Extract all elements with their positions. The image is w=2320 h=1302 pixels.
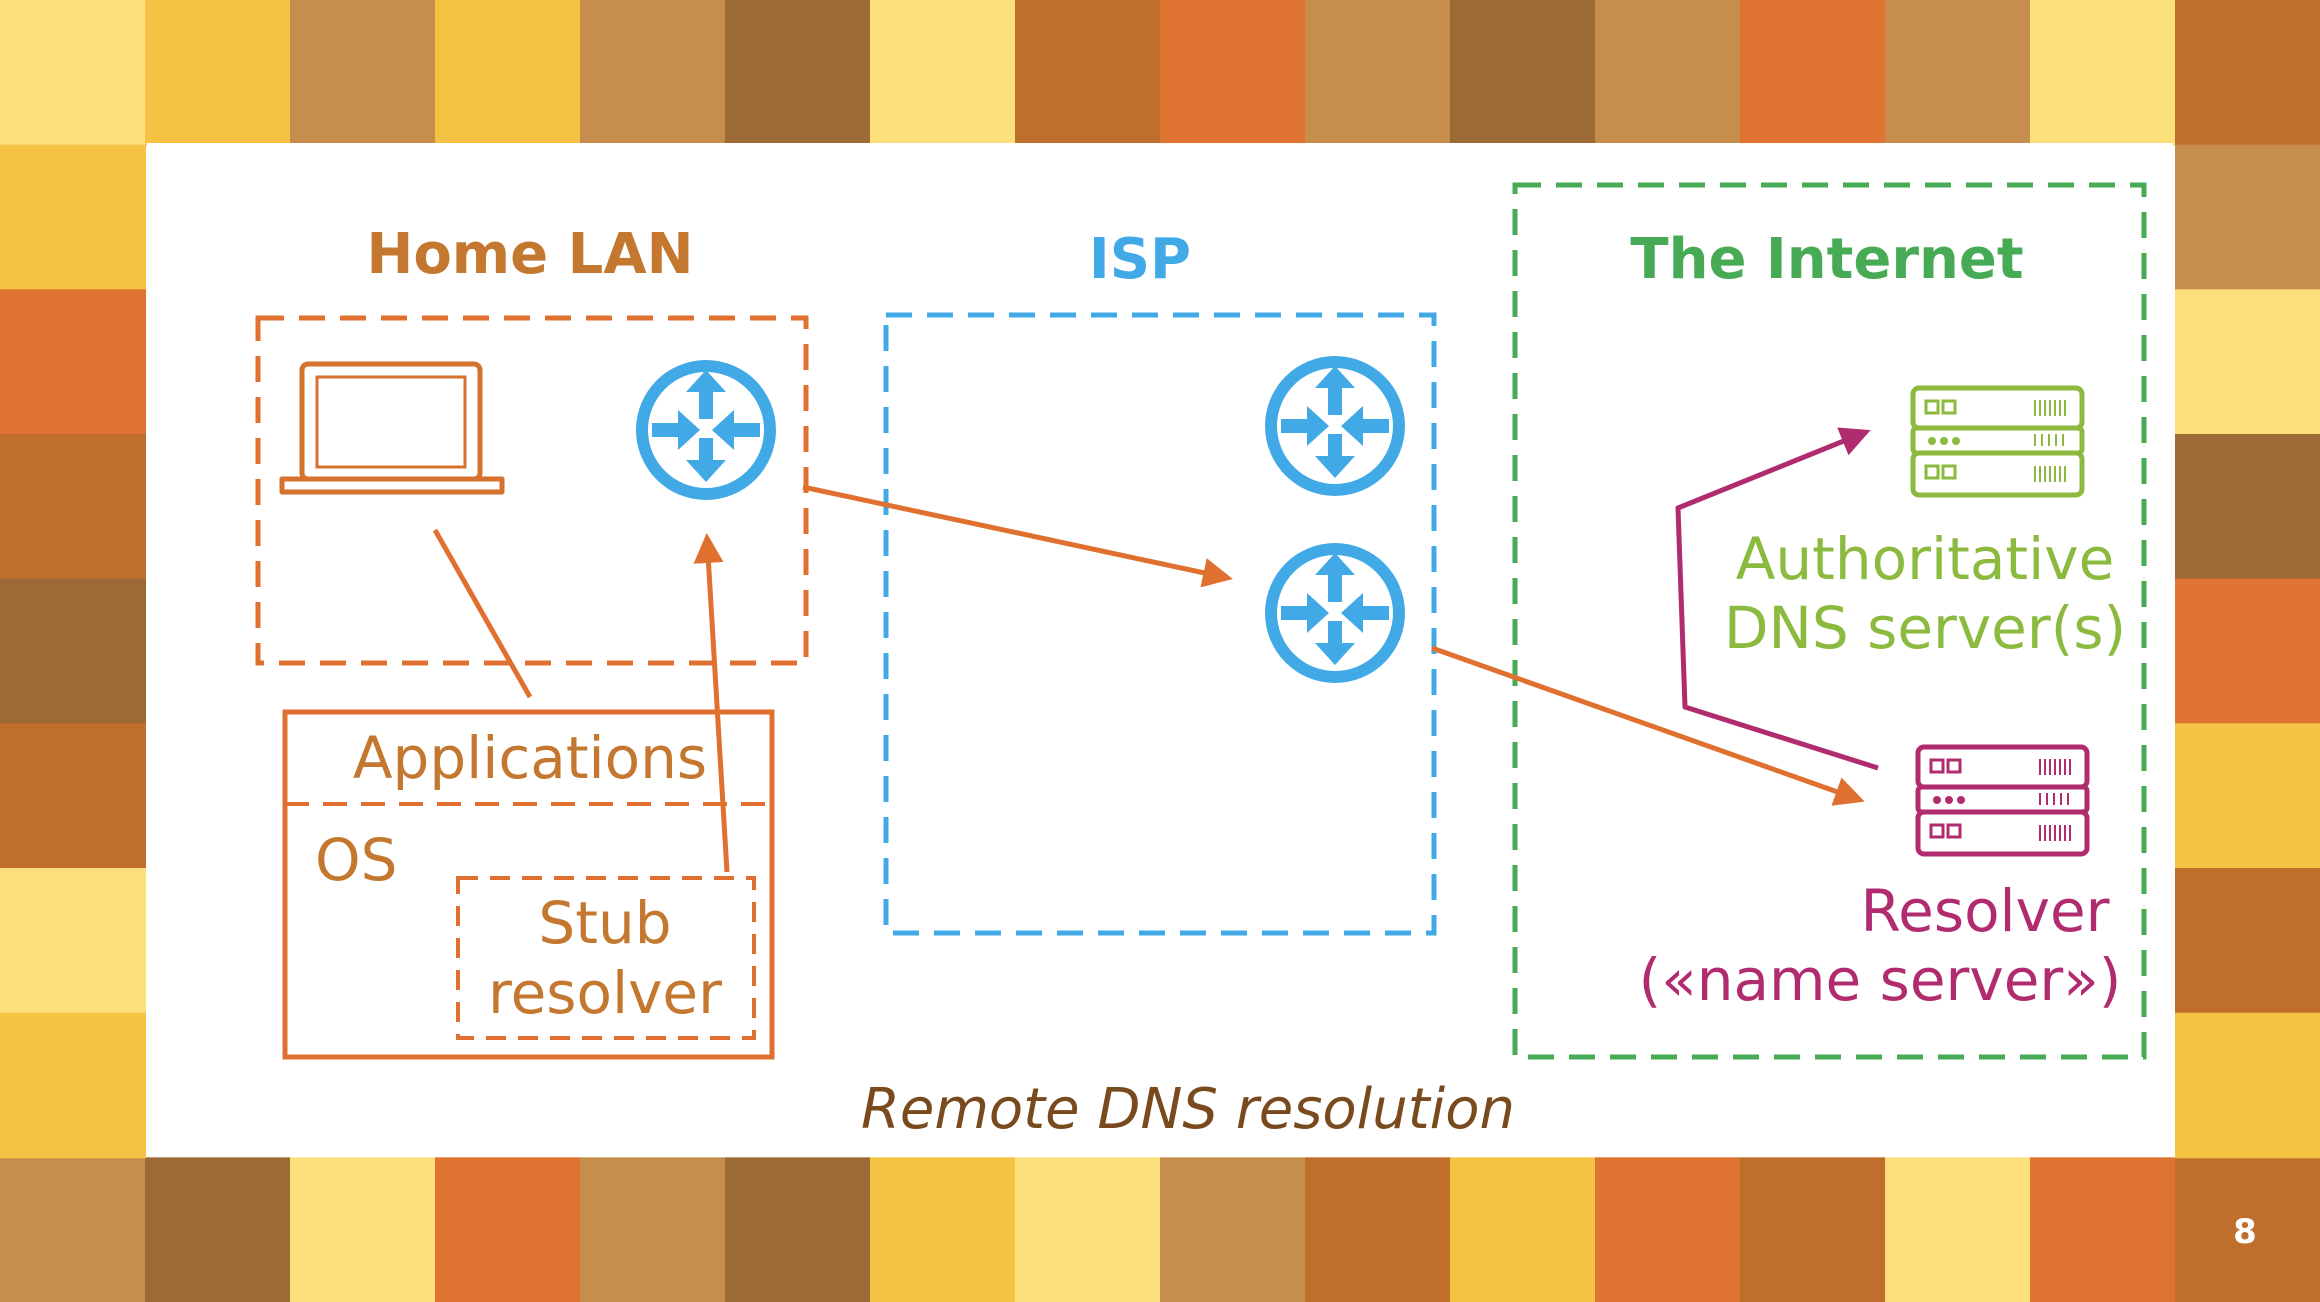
link-laptop-to-applications bbox=[432, 528, 533, 699]
os-label: OS bbox=[315, 826, 397, 894]
arrow-stub-to-home-router bbox=[693, 533, 730, 873]
border-tile bbox=[435, 0, 581, 146]
arrow-home-router-to-isp-router bbox=[802, 484, 1233, 588]
stub-resolver-label-2: resolver bbox=[488, 959, 722, 1027]
border-tile bbox=[435, 1157, 581, 1302]
stub-resolver-label-1: Stub bbox=[538, 889, 671, 957]
border-tile bbox=[1595, 0, 1741, 146]
resolver-label-2: («name server») bbox=[1639, 946, 2122, 1014]
border-tile bbox=[1160, 1157, 1306, 1302]
border-tile bbox=[1015, 1157, 1161, 1302]
stub-resolver-box bbox=[456, 876, 756, 1040]
applications-label: Applications bbox=[353, 724, 707, 792]
border-tile bbox=[1015, 0, 1161, 146]
slide-caption: Remote DNS resolution bbox=[861, 1077, 1515, 1142]
border-tile bbox=[2175, 578, 2320, 725]
border-tile bbox=[0, 434, 146, 580]
border-tile bbox=[2030, 0, 2176, 146]
border-tile bbox=[725, 1157, 871, 1302]
border-tile bbox=[580, 1157, 726, 1302]
home-router-icon bbox=[636, 360, 776, 500]
border-tile bbox=[1305, 0, 1451, 146]
slide-number: 8 bbox=[2233, 1212, 2257, 1252]
border-tile bbox=[2175, 868, 2320, 1014]
border-tile bbox=[145, 0, 291, 146]
border-tile bbox=[1160, 0, 1306, 146]
isp-router-icon-lower bbox=[1265, 543, 1405, 683]
authoritative-label-1: Authoritative bbox=[1736, 525, 2115, 593]
border-tile bbox=[580, 0, 726, 146]
border-tile bbox=[870, 1157, 1016, 1302]
border-tile bbox=[1595, 1157, 1741, 1302]
resolver-server-icon bbox=[1915, 744, 2090, 857]
border-tile bbox=[2175, 0, 2320, 146]
border-tile bbox=[2030, 1157, 2176, 1302]
isp-router-icon-upper bbox=[1265, 356, 1405, 496]
border-tile bbox=[290, 0, 436, 146]
border-tile bbox=[1305, 1157, 1451, 1302]
border-tile bbox=[0, 1012, 146, 1159]
authoritative-label-2: DNS server(s) bbox=[1724, 594, 2126, 662]
isp-title: ISP bbox=[1089, 227, 1191, 292]
border-tile bbox=[145, 1157, 291, 1302]
border-tile bbox=[1885, 1157, 2031, 1302]
border-tile bbox=[0, 144, 146, 291]
border-tile bbox=[0, 578, 146, 725]
host-box bbox=[282, 709, 775, 1060]
border-tile bbox=[2175, 1012, 2320, 1159]
border-tile bbox=[2175, 144, 2320, 291]
home-lan-zone bbox=[255, 315, 809, 666]
internet-title: The Internet bbox=[1630, 227, 2023, 292]
border-tile bbox=[2175, 434, 2320, 580]
border-tile bbox=[1740, 1157, 1886, 1302]
isp-zone bbox=[883, 312, 1437, 936]
border-tile bbox=[2175, 723, 2320, 869]
border-tile bbox=[1450, 1157, 1596, 1302]
home-lan-title: Home LAN bbox=[366, 222, 693, 287]
internet-zone bbox=[1512, 182, 2147, 1060]
border-tile bbox=[0, 0, 146, 146]
border-tile bbox=[1740, 0, 1886, 146]
border-tile bbox=[0, 723, 146, 869]
authoritative-server-icon bbox=[1910, 385, 2085, 498]
laptop-icon bbox=[279, 361, 505, 495]
resolver-label-1: Resolver bbox=[1860, 877, 2109, 945]
border-tile bbox=[870, 0, 1016, 146]
border-tile bbox=[0, 868, 146, 1014]
border-tile bbox=[0, 289, 146, 435]
border-tile bbox=[1450, 0, 1596, 146]
border-tile bbox=[2175, 1157, 2320, 1302]
border-tile bbox=[290, 1157, 436, 1302]
border-tile bbox=[2175, 289, 2320, 435]
border-tile bbox=[1885, 0, 2031, 146]
border-tile bbox=[725, 0, 871, 146]
arrow-isp-router-to-resolver bbox=[1431, 645, 1865, 806]
arrow-resolver-to-authoritative bbox=[1675, 427, 1879, 771]
content-panel bbox=[147, 143, 2173, 1157]
border-tile bbox=[0, 1157, 146, 1302]
